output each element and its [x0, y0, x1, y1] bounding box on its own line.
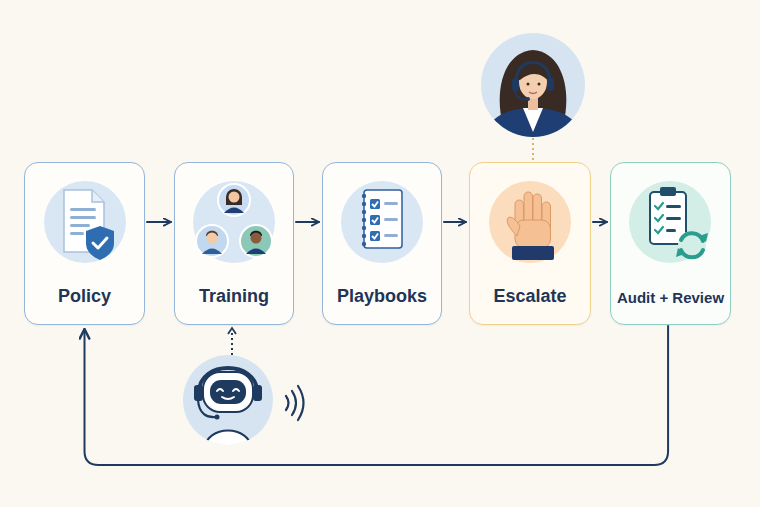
process-box: Policy [24, 162, 145, 325]
ai-agent-avatar-part [199, 368, 257, 392]
ai-agent-avatar-part [222, 397, 234, 399]
ai-agent-avatar-part [233, 389, 239, 391]
human-agent-figure-part [484, 108, 582, 140]
box-label: Audit + Review [611, 287, 730, 309]
dotted-link-head [228, 328, 236, 334]
human-agent-avatar-part [516, 63, 550, 83]
ai-agent-avatar-part [298, 386, 304, 420]
human-agent-figure-part [518, 61, 549, 82]
ai-agent-avatar-part [198, 400, 216, 417]
ai-agent-avatar-part [194, 385, 203, 401]
human-agent-figure-part [538, 83, 541, 86]
ai-agent-avatar-part [183, 355, 273, 445]
ai-agent-avatar-part [210, 380, 246, 404]
robot-figure [204, 431, 252, 451]
process-box: Audit + Review [610, 162, 731, 325]
ai-agent-avatar-part [217, 389, 223, 391]
box-label: Escalate [470, 285, 590, 307]
flow-arrow [85, 326, 669, 465]
process-box: Escalate [469, 162, 591, 325]
flow-arrow [444, 221, 466, 223]
flow-arrow [147, 221, 171, 223]
box-label: Training [175, 285, 293, 307]
human-agent-figure [484, 50, 582, 140]
process-box: Playbooks [322, 162, 442, 325]
human-agent-avatar-part [481, 33, 585, 137]
box-label: Policy [25, 285, 144, 307]
human-agent-avatar-part [515, 90, 527, 99]
human-agent-avatar [481, 33, 585, 140]
human-agent-avatar-part [512, 78, 519, 91]
human-agent-avatar-part [547, 78, 554, 91]
ai-agent-avatar-part [253, 385, 262, 401]
human-agent-figure-part [523, 108, 543, 132]
human-agent-figure-part [527, 83, 530, 86]
box-label: Playbooks [323, 285, 441, 307]
robot-figure-part [204, 431, 252, 451]
dotted-link [532, 138, 534, 161]
ai-agent-avatar-part [292, 391, 296, 415]
human-agent-figure-part [529, 92, 537, 94]
ai-agent-avatar-part [215, 415, 220, 420]
ai-agent-avatar-part [203, 372, 253, 412]
flow-arrow [593, 221, 607, 223]
flow-arrow [296, 221, 319, 223]
human-agent-avatar-part [526, 97, 530, 101]
process-box: Training [174, 162, 294, 325]
ai-agent-avatar [183, 355, 304, 450]
ai-agent-avatar-part [286, 396, 289, 410]
human-agent-figure-part [528, 96, 538, 110]
human-agent-figure-part [519, 65, 547, 99]
human-agent-figure-part [500, 50, 567, 125]
dotted-link [231, 333, 233, 355]
